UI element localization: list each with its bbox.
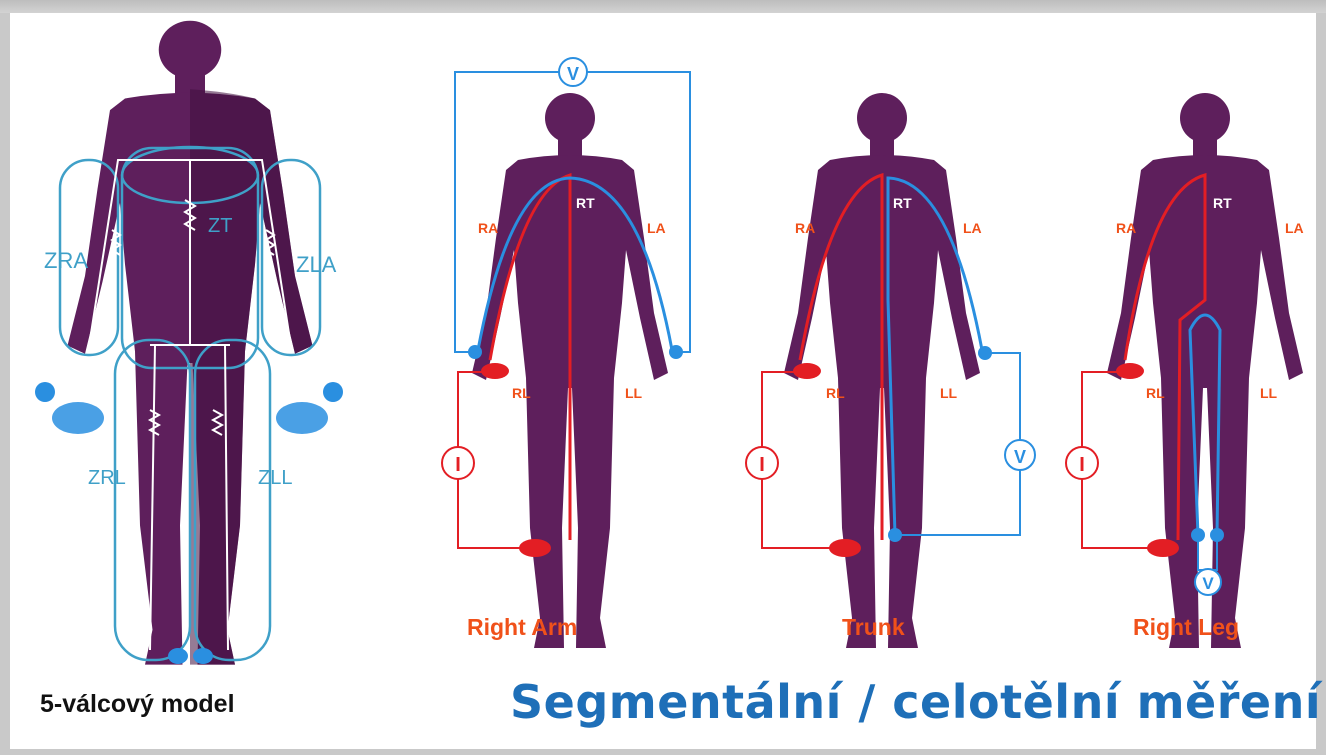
label-zll: ZLL [258,467,292,489]
ammeter-i: I [759,454,765,476]
label-la: LA [1285,220,1304,236]
model-caption: 5-válcový model [40,690,235,719]
label-rt: RT [576,195,595,211]
panel-right-leg: V I RA LA RL LL RT [1066,93,1304,648]
voltmeter-v: V [1202,574,1214,593]
label-zt: ZT [208,215,232,237]
voltmeter-v: V [1014,447,1026,467]
label-rl: RL [1146,385,1165,401]
label-la: LA [963,220,982,236]
label-zla: ZLA [296,252,337,277]
segment-label-trunk: Trunk [842,614,905,641]
label-ll: LL [1260,385,1278,401]
label-ll: LL [625,385,643,401]
ammeter-i: I [455,454,461,476]
label-rt: RT [1213,195,1232,211]
label-ra: RA [795,220,815,236]
slide-title: Segmentální / celotělní měření [510,675,1321,729]
label-rt: RT [893,195,912,211]
ammeter-i: I [1079,454,1085,476]
panel-right-arm: V I RA LA RL LL RT [442,58,690,648]
label-ll: LL [940,385,958,401]
label-ra: RA [478,220,498,236]
label-la: LA [647,220,666,236]
label-zrl: ZRL [88,467,126,489]
panel-trunk: V I RA LA RL LL RT [746,93,1035,648]
voltmeter-v: V [567,64,579,84]
label-zra: ZRA [44,248,88,273]
label-rl: RL [826,385,845,401]
label-ra: RA [1116,220,1136,236]
segment-label-right-leg: Right Leg [1133,614,1239,641]
label-rl: RL [512,385,531,401]
segment-label-right-arm: Right Arm [467,614,577,641]
